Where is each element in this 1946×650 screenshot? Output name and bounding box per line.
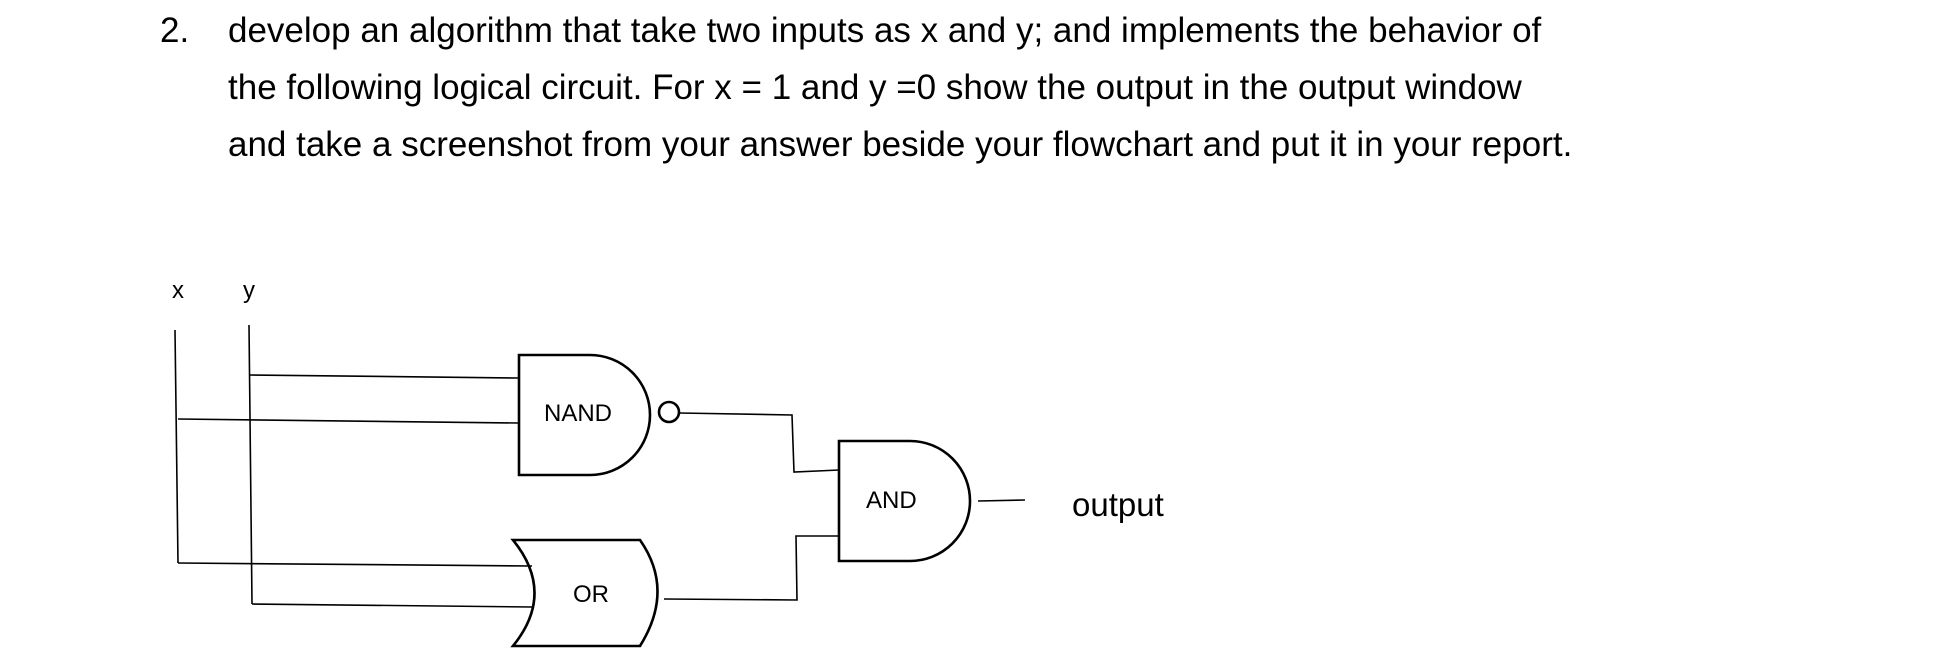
question-number: 2. — [160, 11, 190, 50]
nand-gate-label: NAND — [544, 400, 612, 427]
or-gate-label: OR — [573, 581, 609, 608]
wire-x-to-nand — [177, 418, 519, 424]
question-line-2: the following logical circuit. For x = 1… — [228, 68, 1522, 107]
wire-and-output — [977, 499, 1026, 502]
output-label: output — [1072, 486, 1164, 523]
wire-nand-to-and — [678, 412, 840, 473]
y-rail — [248, 324, 253, 605]
wire-x-to-or — [177, 562, 533, 567]
question-text: develop an algorithm that take two input… — [228, 2, 1800, 173]
or-gate — [510, 538, 659, 648]
input-x-label: x — [172, 277, 184, 304]
wire-or-to-and — [663, 535, 839, 601]
question-line-3: and take a screenshot from your answer b… — [228, 125, 1573, 164]
x-rail — [174, 329, 179, 564]
and-gate-label: AND — [866, 487, 917, 514]
wire-y-to-nand — [248, 374, 519, 379]
nand-bubble — [657, 400, 681, 424]
and-gate — [837, 439, 972, 563]
nand-gate — [517, 353, 652, 477]
question-line-1: develop an algorithm that take two input… — [228, 11, 1542, 50]
question-block: 2. develop an algorithm that take two in… — [160, 2, 1800, 173]
input-y-label: y — [243, 277, 255, 304]
wire-y-to-or — [251, 603, 533, 608]
